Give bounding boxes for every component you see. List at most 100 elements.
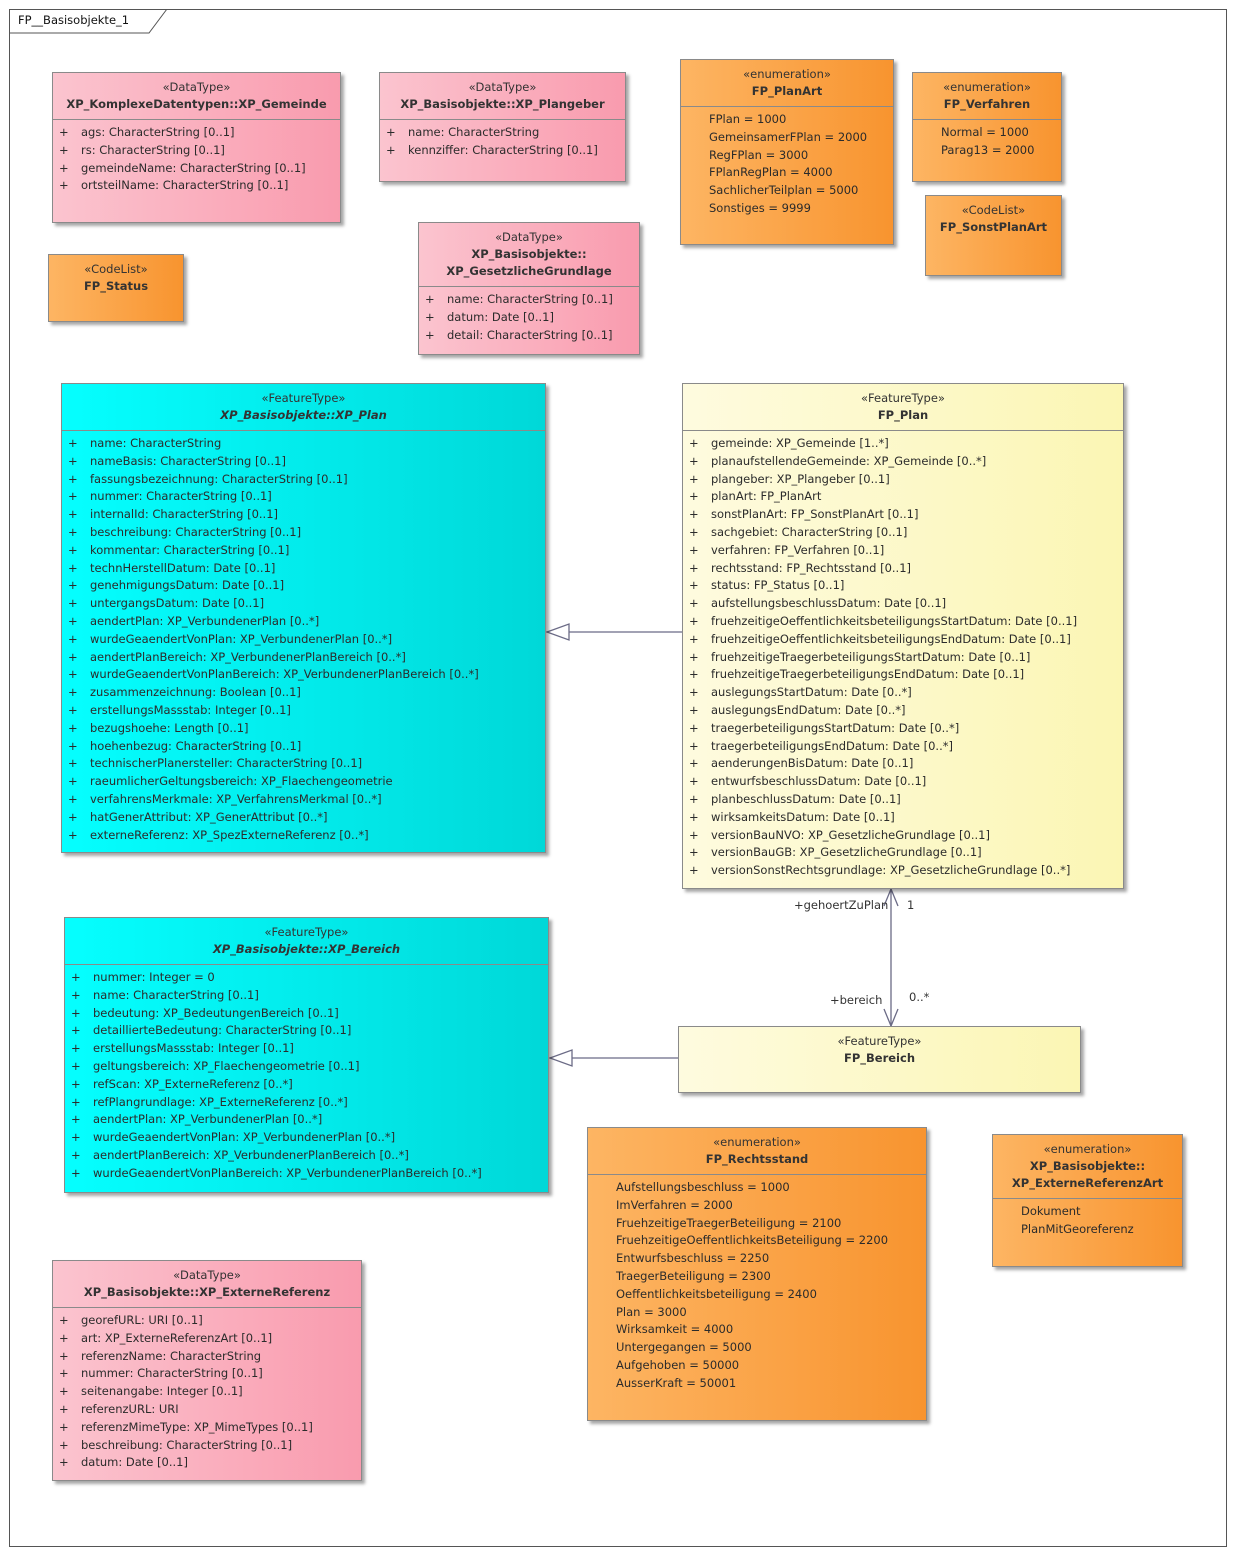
attribute-row[interactable]: +referenzName: CharacterString [59,1348,355,1366]
attribute-row[interactable]: +zusammenzeichnung: Boolean [0..1] [68,684,539,702]
attribute-row[interactable]: +plangeber: XP_Plangeber [0..1] [689,471,1117,489]
attribute-row[interactable]: +datum: Date [0..1] [425,309,633,327]
attribute-row[interactable]: +georefURL: URI [0..1] [59,1312,355,1330]
enum-literal[interactable]: Aufstellungsbeschluss = 1000 [616,1180,790,1194]
attribute-row[interactable]: +raeumlicherGeltungsbereich: XP_Flaechen… [68,773,539,791]
attribute-row[interactable]: +traegerbeteiligungsStartDatum: Date [0.… [689,720,1117,738]
attribute-row[interactable]: +erstellungsMassstab: Integer [0..1] [68,702,539,720]
class-xp-externereferenz[interactable]: «DataType» XP_Basisobjekte::XP_ExterneRe… [52,1260,362,1481]
attribute-row[interactable]: +name: CharacterString [0..1] [425,291,633,309]
attribute-row[interactable]: +seitenangabe: Integer [0..1] [59,1383,355,1401]
enum-literal[interactable]: Normal = 1000 [941,125,1029,139]
attribute-row[interactable]: +traegerbeteiligungsEndDatum: Date [0..*… [689,738,1117,756]
enum-literal[interactable]: SachlicherTeilplan = 5000 [709,183,859,198]
enum-literal[interactable]: Aufgehoben = 50000 [616,1357,740,1372]
codelist-fp-status[interactable]: «CodeList» FP_Status [48,254,184,322]
attribute-row[interactable]: +aendertPlanBereich: XP_VerbundenerPlanB… [68,649,539,667]
attribute-row[interactable]: +sachgebiet: CharacterString [0..1] [689,524,1117,542]
enum-literal[interactable]: Entwurfsbeschluss = 2250 [616,1251,770,1266]
attribute-row[interactable]: +detaillierteBedeutung: CharacterString … [71,1022,542,1040]
enum-literal[interactable]: PlanMitGeoreferenz [1021,1221,1134,1236]
attribute-row[interactable]: +planaufstellendeGemeinde: XP_Gemeinde [… [689,453,1117,471]
enum-literal[interactable]: Dokument [1021,1204,1081,1218]
attribute-row[interactable]: +name: CharacterString [68,435,539,453]
class-xp-plangeber[interactable]: «DataType» XP_Basisobjekte::XP_Plangeber… [379,72,626,182]
attribute-row[interactable]: +ortsteilName: CharacterString [0..1] [59,177,334,195]
class-fp-bereich[interactable]: «FeatureType» FP_Bereich [678,1026,1081,1093]
class-xp-plan[interactable]: «FeatureType» XP_Basisobjekte::XP_Plan +… [61,383,546,853]
attribute-row[interactable]: +auslegungsEndDatum: Date [0..*] [689,702,1117,720]
attribute-row[interactable]: +genehmigungsDatum: Date [0..1] [68,577,539,595]
attribute-row[interactable]: +datum: Date [0..1] [59,1454,355,1472]
attribute-row[interactable]: +entwurfsbeschlussDatum: Date [0..1] [689,773,1117,791]
attribute-row[interactable]: +versionBauGB: XP_GesetzlicheGrundlage [… [689,844,1117,862]
attribute-row[interactable]: +aendertPlanBereich: XP_VerbundenerPlanB… [71,1147,542,1165]
attribute-row[interactable]: +externeReferenz: XP_SpezExterneReferenz… [68,827,539,845]
attribute-row[interactable]: +refPlangrundlage: XP_ExterneReferenz [0… [71,1094,542,1112]
attribute-row[interactable]: +fruehzeitigeOeffentlichkeitsbeteiligung… [689,613,1117,631]
enum-literal[interactable]: FruehzeitigeOeffentlichkeitsBeteiligung … [616,1233,889,1248]
attribute-row[interactable]: +nummer: CharacterString [0..1] [59,1365,355,1383]
attribute-row[interactable]: +name: CharacterString [386,124,619,142]
attribute-row[interactable]: +art: XP_ExterneReferenzArt [0..1] [59,1330,355,1348]
class-fp-plan[interactable]: «FeatureType» FP_Plan +gemeinde: XP_Geme… [682,383,1124,889]
enum-literal[interactable]: FPlan = 1000 [709,112,787,126]
enum-fp-verfahren[interactable]: «enumeration» FP_Verfahren Normal = 1000… [912,72,1062,182]
attribute-row[interactable]: +bedeutung: XP_BedeutungenBereich [0..1] [71,1005,542,1023]
attribute-row[interactable]: +auslegungsStartDatum: Date [0..*] [689,684,1117,702]
enum-literal[interactable]: Oeffentlichkeitsbeteiligung = 2400 [616,1286,817,1301]
enum-literal[interactable]: TraegerBeteiligung = 2300 [616,1268,771,1283]
attribute-row[interactable]: +planbeschlussDatum: Date [0..1] [689,791,1117,809]
attribute-row[interactable]: +verfahrensMerkmale: XP_VerfahrensMerkma… [68,791,539,809]
attribute-row[interactable]: +versionSonstRechtsgrundlage: XP_Gesetzl… [689,862,1117,880]
attribute-row[interactable]: +aenderungenBisDatum: Date [0..1] [689,755,1117,773]
attribute-row[interactable]: +name: CharacterString [0..1] [71,987,542,1005]
attribute-row[interactable]: +gemeinde: XP_Gemeinde [1..*] [689,435,1117,453]
attribute-row[interactable]: +refScan: XP_ExterneReferenz [0..*] [71,1076,542,1094]
attribute-row[interactable]: +wurdeGeaendertVonPlanBereich: XP_Verbun… [71,1165,542,1183]
attribute-row[interactable]: +hoehenbezug: CharacterString [0..1] [68,738,539,756]
attribute-row[interactable]: +ags: CharacterString [0..1] [59,124,334,142]
codelist-fp-sonstplanart[interactable]: «CodeList» FP_SonstPlanArt [925,195,1062,276]
enum-literal[interactable]: Plan = 3000 [616,1304,687,1319]
class-xp-gesetzlichegrundlage[interactable]: «DataType» XP_Basisobjekte:: XP_Gesetzli… [418,222,640,355]
attribute-row[interactable]: +geltungsbereich: XP_Flaechengeometrie [… [71,1058,542,1076]
attribute-row[interactable]: +beschreibung: CharacterString [0..1] [59,1437,355,1455]
attribute-row[interactable]: +referenzURL: URI [59,1401,355,1419]
attribute-row[interactable]: +bezugshoehe: Length [0..1] [68,720,539,738]
attribute-row[interactable]: +fruehzeitigeTraegerbeteiligungsEndDatum… [689,666,1117,684]
enum-literal[interactable]: ImVerfahren = 2000 [616,1197,733,1212]
attribute-row[interactable]: +fruehzeitigeOeffentlichkeitsbeteiligung… [689,631,1117,649]
class-xp-gemeinde[interactable]: «DataType» XP_KomplexeDatentypen::XP_Gem… [52,72,341,223]
enum-fp-rechtsstand[interactable]: «enumeration» FP_Rechtsstand Aufstellung… [587,1127,927,1421]
enum-literal[interactable]: RegFPlan = 3000 [709,147,809,162]
enum-literal[interactable]: FruehzeitigeTraegerBeteiligung = 2100 [616,1215,842,1230]
enum-literal[interactable]: Sonstiges = 9999 [709,200,811,215]
attribute-row[interactable]: +erstellungsMassstab: Integer [0..1] [71,1040,542,1058]
attribute-row[interactable]: +technischerPlanersteller: CharacterStri… [68,755,539,773]
attribute-row[interactable]: +wurdeGeaendertVonPlanBereich: XP_Verbun… [68,666,539,684]
attribute-row[interactable]: +hatGenerAttribut: XP_GenerAttribut [0..… [68,809,539,827]
attribute-row[interactable]: +kommentar: CharacterString [0..1] [68,542,539,560]
attribute-row[interactable]: +aufstellungsbeschlussDatum: Date [0..1] [689,595,1117,613]
enum-literal[interactable]: Parag13 = 2000 [941,142,1035,157]
enum-literal[interactable]: Untergegangen = 5000 [616,1340,752,1355]
attribute-row[interactable]: +aendertPlan: XP_VerbundenerPlan [0..*] [68,613,539,631]
attribute-row[interactable]: +referenzMimeType: XP_MimeTypes [0..1] [59,1419,355,1437]
enum-literal[interactable]: FPlanRegPlan = 4000 [709,165,833,180]
attribute-row[interactable]: +fruehzeitigeTraegerbeteiligungsStartDat… [689,649,1117,667]
attribute-row[interactable]: +sonstPlanArt: FP_SonstPlanArt [0..1] [689,506,1117,524]
attribute-row[interactable]: +technHerstellDatum: Date [0..1] [68,560,539,578]
attribute-row[interactable]: +kennziffer: CharacterString [0..1] [386,142,619,160]
enum-xp-externereferenzart[interactable]: «enumeration» XP_Basisobjekte:: XP_Exter… [992,1134,1183,1267]
attribute-row[interactable]: +gemeindeName: CharacterString [0..1] [59,160,334,178]
enum-literal[interactable]: Wirksamkeit = 4000 [616,1322,734,1337]
attribute-row[interactable]: +detail: CharacterString [0..1] [425,327,633,345]
enum-literal[interactable]: GemeinsamerFPlan = 2000 [709,129,868,144]
attribute-row[interactable]: +nummer: Integer = 0 [71,969,542,987]
attribute-row[interactable]: +verfahren: FP_Verfahren [0..1] [689,542,1117,560]
attribute-row[interactable]: +wurdeGeaendertVonPlan: XP_VerbundenerPl… [68,631,539,649]
class-xp-bereich[interactable]: «FeatureType» XP_Basisobjekte::XP_Bereic… [64,917,549,1193]
attribute-row[interactable]: +rechtsstand: FP_Rechtsstand [0..1] [689,560,1117,578]
